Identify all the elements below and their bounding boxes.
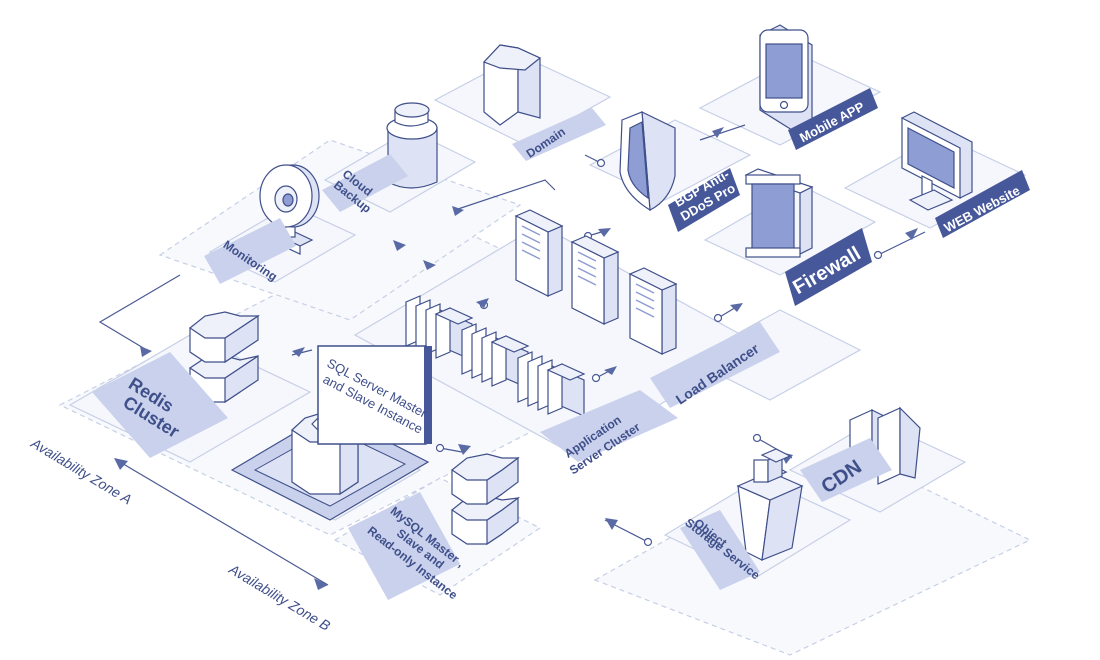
arrow-marker <box>458 444 471 455</box>
zone-a-label: Availability Zone A <box>28 434 135 507</box>
domain-server-icon <box>482 44 542 126</box>
connector-dot <box>752 433 762 443</box>
mobile-tag <box>788 88 878 150</box>
arrow-marker <box>604 366 617 375</box>
zone-b-label: Availability Zone B <box>226 560 334 633</box>
connector-backup <box>454 179 556 211</box>
arrow-marker <box>730 303 743 312</box>
connector-mobile <box>699 124 746 141</box>
arrow-marker <box>598 228 611 237</box>
dark-tags: Mobile APP BGP Anti- DDoS Pro WEB Websit… <box>668 88 1030 306</box>
arrow-marker <box>314 578 328 590</box>
connector-dot <box>596 158 606 168</box>
label-strips: Domain Cloud Backup Monitoring Redis Clu… <box>92 108 892 602</box>
arrow-marker <box>905 228 918 240</box>
blade-servers-icon <box>405 295 586 417</box>
connector-web <box>877 231 926 256</box>
connector-dot <box>643 537 653 547</box>
cdn-icon <box>849 406 921 485</box>
arrow-marker <box>114 458 128 470</box>
web-monitor-icon <box>901 111 973 211</box>
arrow-marker <box>292 347 305 357</box>
connector-dot <box>435 443 445 453</box>
firewall-icon <box>744 168 814 258</box>
firewall-tag <box>785 228 872 306</box>
arrow-marker <box>476 298 489 308</box>
rack-servers-icon <box>514 209 678 355</box>
bgp-tag <box>668 168 740 232</box>
mysql-stack-icon <box>450 453 521 546</box>
platform-balancer <box>688 309 862 401</box>
mobile-phone-icon <box>759 24 813 131</box>
zone-divider <box>119 461 329 586</box>
connector-monitoring <box>98 274 181 353</box>
connector-dot <box>591 373 601 383</box>
connections <box>98 124 926 547</box>
arrow-marker <box>423 260 436 270</box>
web-tag <box>935 170 1030 238</box>
connector-dot <box>713 313 723 323</box>
connector-redis <box>291 349 313 356</box>
connector-dot <box>873 250 883 260</box>
arrow-marker <box>605 518 618 530</box>
arrow-marker <box>452 206 464 216</box>
sql-server-icon <box>230 345 432 521</box>
arrow-marker <box>140 346 152 357</box>
arrow-marker <box>393 240 406 251</box>
object-storage-icon <box>736 448 804 561</box>
arrow-marker <box>712 127 724 138</box>
shield-icon <box>619 111 676 212</box>
